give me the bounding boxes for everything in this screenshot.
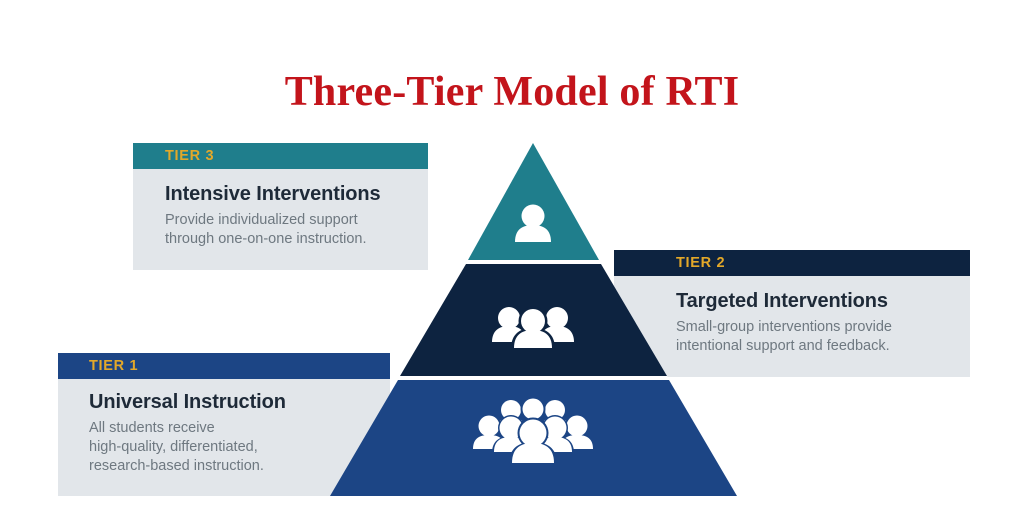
tier3-pyramid-apex	[468, 143, 599, 260]
tier3-heading: Intensive Interventions	[165, 183, 381, 205]
tier1-heading: Universal Instruction	[89, 391, 286, 413]
tier2-body: Targeted Interventions Small-group inter…	[614, 276, 970, 356]
crowd-icon	[471, 396, 595, 464]
tier2-info-panel: TIER 2 Targeted Interventions Small-grou…	[614, 250, 970, 377]
tier2-label: TIER 2	[676, 255, 726, 271]
tier1-description: All students receive high-quality, diffe…	[89, 420, 264, 474]
single-person-icon	[515, 204, 551, 242]
tier2-description: Small-group interventions provide intent…	[676, 319, 892, 354]
tier1-body: Universal Instruction All students recei…	[58, 379, 390, 476]
tier3-body: Intensive Interventions Provide individu…	[133, 169, 428, 249]
tier2-header-band: TIER 2	[614, 250, 970, 276]
tier1-label: TIER 1	[89, 358, 139, 374]
tier3-header-band: TIER 3	[133, 143, 428, 169]
tier2-tier3-separator	[466, 260, 601, 264]
page-title: Three-Tier Model of RTI	[284, 69, 740, 115]
small-group-icon	[492, 306, 574, 349]
tier3-description: Provide individualized support through o…	[165, 212, 367, 247]
tier3-label: TIER 3	[165, 148, 215, 164]
tier1-header-band: TIER 1	[58, 353, 390, 379]
tier1-info-panel: TIER 1 Universal Instruction All student…	[58, 353, 390, 496]
tier2-heading: Targeted Interventions	[676, 290, 888, 312]
tier1-pyramid-band	[330, 380, 737, 496]
tier3-info-panel: TIER 3 Intensive Interventions Provide i…	[133, 143, 428, 270]
